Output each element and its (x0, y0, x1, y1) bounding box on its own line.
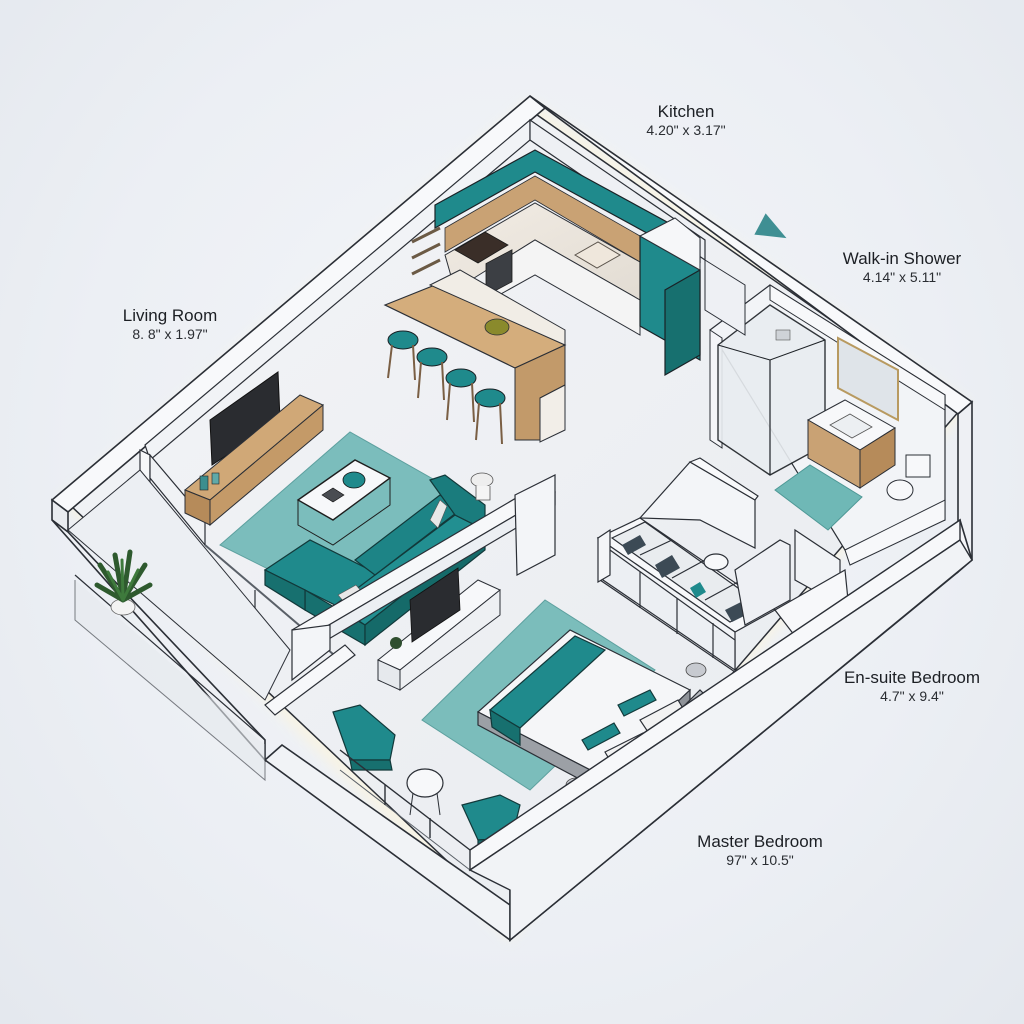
room-label-en-suite-bedroom: En-suite Bedroom 4.7" x 9.4" (844, 668, 980, 705)
bar-stools (387, 330, 506, 445)
master-bedroom-area (332, 567, 707, 871)
balcony (67, 469, 291, 782)
living-room-area (184, 371, 494, 647)
outer-wall-bottom (468, 518, 973, 942)
en-suite-area (596, 457, 851, 674)
room-dimensions: 4.20" x 3.17" (646, 122, 726, 139)
bedroom-partition-wall (264, 474, 556, 716)
room-label-living-room: Living Room 8. 8" x 1.97" (123, 306, 218, 343)
room-label-kitchen: Kitchen 4.20" x 3.17" (646, 102, 725, 139)
room-name: Living Room (122, 306, 218, 325)
armchair-1 (332, 704, 396, 771)
side-table-lamp (470, 472, 494, 501)
room-label-walk-in-shower: Walk-in Shower 4.14" x 5.11" (843, 249, 961, 286)
room-name: Walk-in Shower (842, 249, 962, 268)
kitchen-area (383, 149, 701, 445)
room-dimensions: 4.7" x 9.4" (880, 688, 944, 705)
room-dimensions: 4.14" x 5.11" (862, 269, 942, 286)
room-label-master-bedroom: Master Bedroom 97" x 10.5" (697, 832, 823, 869)
potted-plant-icon (94, 549, 153, 616)
room-name: Kitchen (657, 102, 715, 121)
room-dimensions: 97" x 10.5" (726, 852, 794, 869)
room-dimensions: 8. 8" x 1.97" (132, 326, 208, 343)
room-name: En-suite Bedroom (843, 668, 981, 687)
bathroom-area (704, 259, 946, 566)
room-name: Master Bedroom (697, 832, 823, 851)
